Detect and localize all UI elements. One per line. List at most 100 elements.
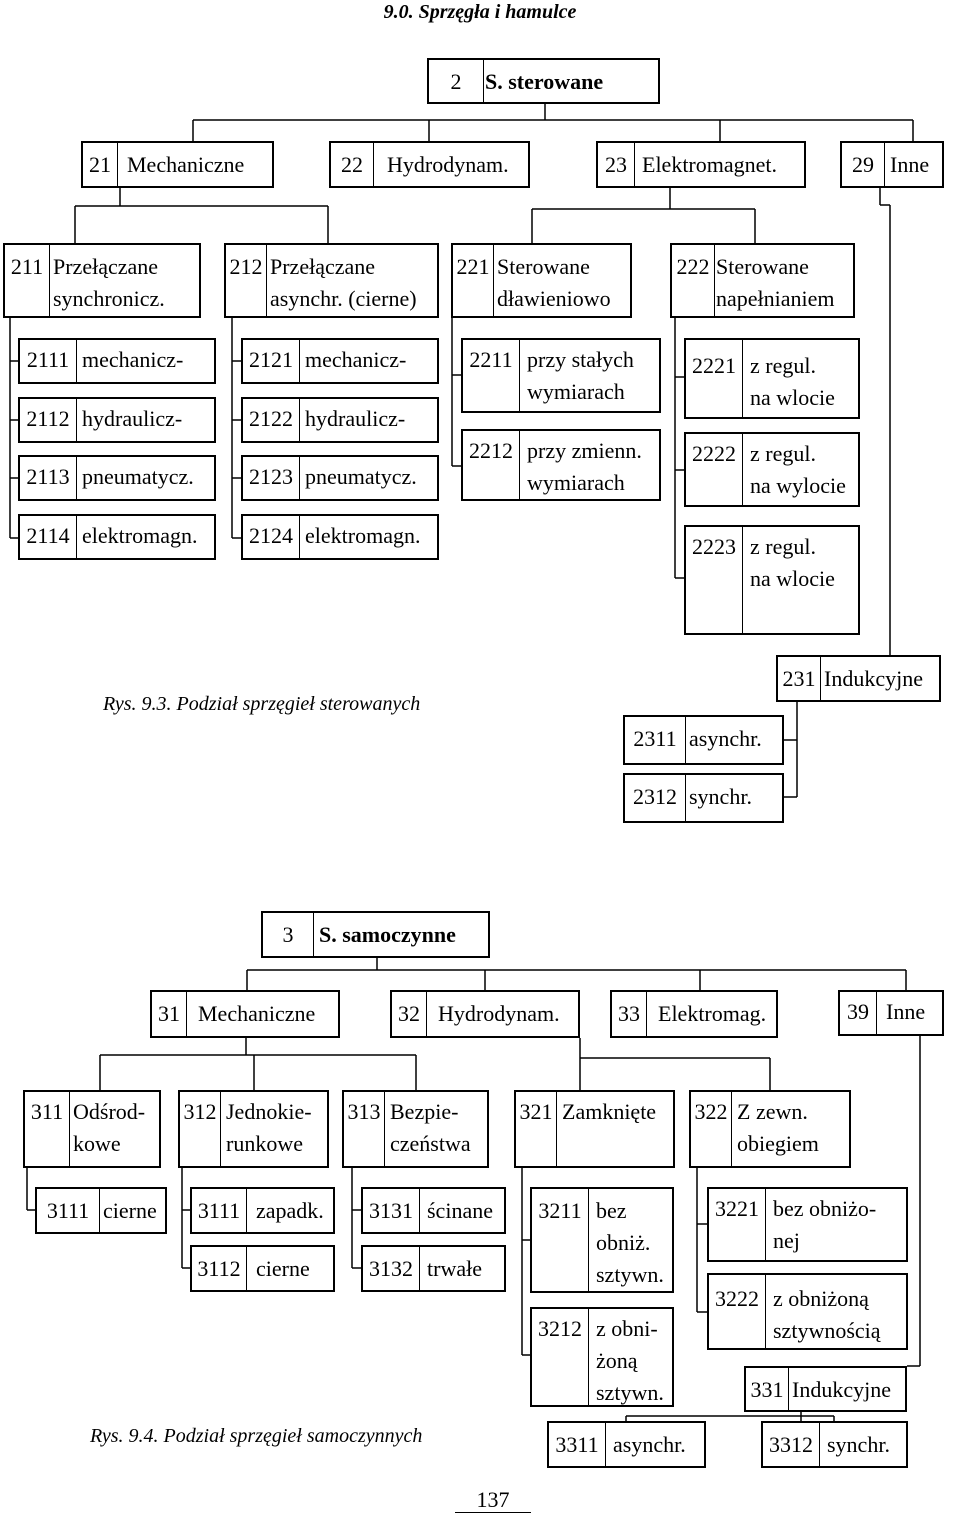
node-label-line: czeństwa [390,1131,471,1156]
node-number: 3211 [532,1189,589,1291]
node-label-line: S. sterowane [485,69,604,94]
node-label: mechanicz- [305,344,435,376]
node-label-line: sztywn. [596,1262,664,1287]
node-number: 3311 [549,1423,606,1466]
node-label-line: Odśrod- [73,1099,146,1124]
caption-fig-9-4: Rys. 9.4. Podział sprzęgieł samoczynnych [90,1425,423,1447]
node-number: 3111 [37,1189,100,1232]
node-label: bez obniżo-nej [773,1193,904,1257]
node-label: asynchr. [689,723,780,755]
node-3122: 3112 cierne [190,1245,335,1292]
node-number: 313 [344,1092,385,1166]
node-21: 21 Mechaniczne [81,141,274,188]
node-label-line: żoną [596,1348,638,1373]
node-label-line: asynchr. [613,1432,686,1457]
node-number: 3112 [192,1247,247,1290]
node-label-line: przy zmienn. [527,438,642,463]
node-label: trwałe [427,1253,502,1285]
node-label-line: Bezpie- [390,1099,459,1124]
node-number: 2 [429,60,484,102]
node-number: 2223 [686,527,743,633]
node-label-line: Sterowane [716,254,809,279]
node-number: 311 [25,1092,70,1166]
node-label-line: z obni- [596,1316,658,1341]
node-number: 2123 [243,457,300,499]
node-number: 221 [453,245,494,316]
node-number: 2311 [625,717,686,763]
node-number: 2312 [625,775,686,821]
node-label: Indukcyjne [792,1374,903,1406]
node-label-line: pneumatycz. [305,464,417,489]
page-header: 9.0. Sprzęgła i hamulce [383,1,577,23]
node-label: ścinane [427,1195,502,1227]
node-number: 33 [612,992,647,1036]
node-label-line: ścinane [427,1198,493,1223]
node-label-line: na wlocie [750,385,835,410]
node-label: hydraulicz- [82,403,212,435]
node-number: 3312 [763,1423,820,1466]
node-number: 2211 [463,340,520,411]
node-label: Jednokie-runkowe [226,1096,325,1160]
node-number: 3212 [532,1309,589,1405]
node-label: Indukcyjne [824,663,937,695]
node-label: S. sterowane [485,66,656,98]
node-label: pneumatycz. [305,461,435,493]
node-label-line: dławieniowo [497,286,611,311]
node-label-line: runkowe [226,1131,303,1156]
node-label-line: Mechaniczne [127,152,245,177]
node-label: Hydrodynam. [438,998,576,1030]
node-label-line: obiegiem [737,1131,819,1156]
node-label-line: Przełączane [270,254,376,279]
node-number: 331 [746,1368,789,1410]
node-number: 3131 [363,1189,420,1232]
node-number: 21 [83,143,118,186]
node-number: 2221 [686,340,743,417]
node-label-line: cierne [103,1198,157,1223]
node-number: 3222 [709,1275,766,1348]
node-3131: 3131 ścinane [361,1187,506,1234]
node-label-line: Indukcyjne [792,1377,891,1402]
node-label-line: pneumatycz. [82,464,194,489]
node-label-line: elektromagn. [305,523,421,548]
node-label: Elektromagnet. [642,149,802,181]
node-label: pneumatycz. [82,461,212,493]
node-label-line: Mechaniczne [198,1001,316,1026]
node-number: 231 [778,657,821,700]
node-number: 3132 [363,1247,420,1290]
node-label-line: hydraulicz- [305,406,406,431]
node-label-line: Elektromagnet. [642,152,778,177]
node-label-line: bez [596,1198,627,1223]
node-label-line: hydraulicz- [82,406,183,431]
node-label: synchr. [827,1429,904,1461]
node-label: Odśrod-kowe [73,1096,157,1160]
node-number: 2114 [20,516,77,558]
node-label-line: cierne [256,1256,310,1281]
node-label: z regul.na wlocie [750,350,856,414]
